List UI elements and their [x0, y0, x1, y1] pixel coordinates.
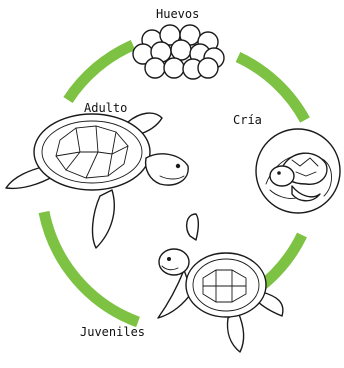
hatchling-illustration [256, 129, 340, 213]
adult-label: Adulto [84, 101, 127, 115]
eggs-illustration [133, 25, 224, 79]
arc-eggs-to-hatchling [238, 57, 305, 120]
juvenile-turtle-illustration [158, 214, 283, 352]
arc-adult-to-eggs [68, 45, 133, 100]
eggs-label: Huevos [156, 7, 199, 21]
hatchling-label: Cría [233, 113, 262, 127]
arc-juveniles-to-adult [44, 212, 138, 322]
juveniles-label: Juveniles [80, 325, 145, 339]
adult-turtle-illustration [6, 113, 188, 248]
